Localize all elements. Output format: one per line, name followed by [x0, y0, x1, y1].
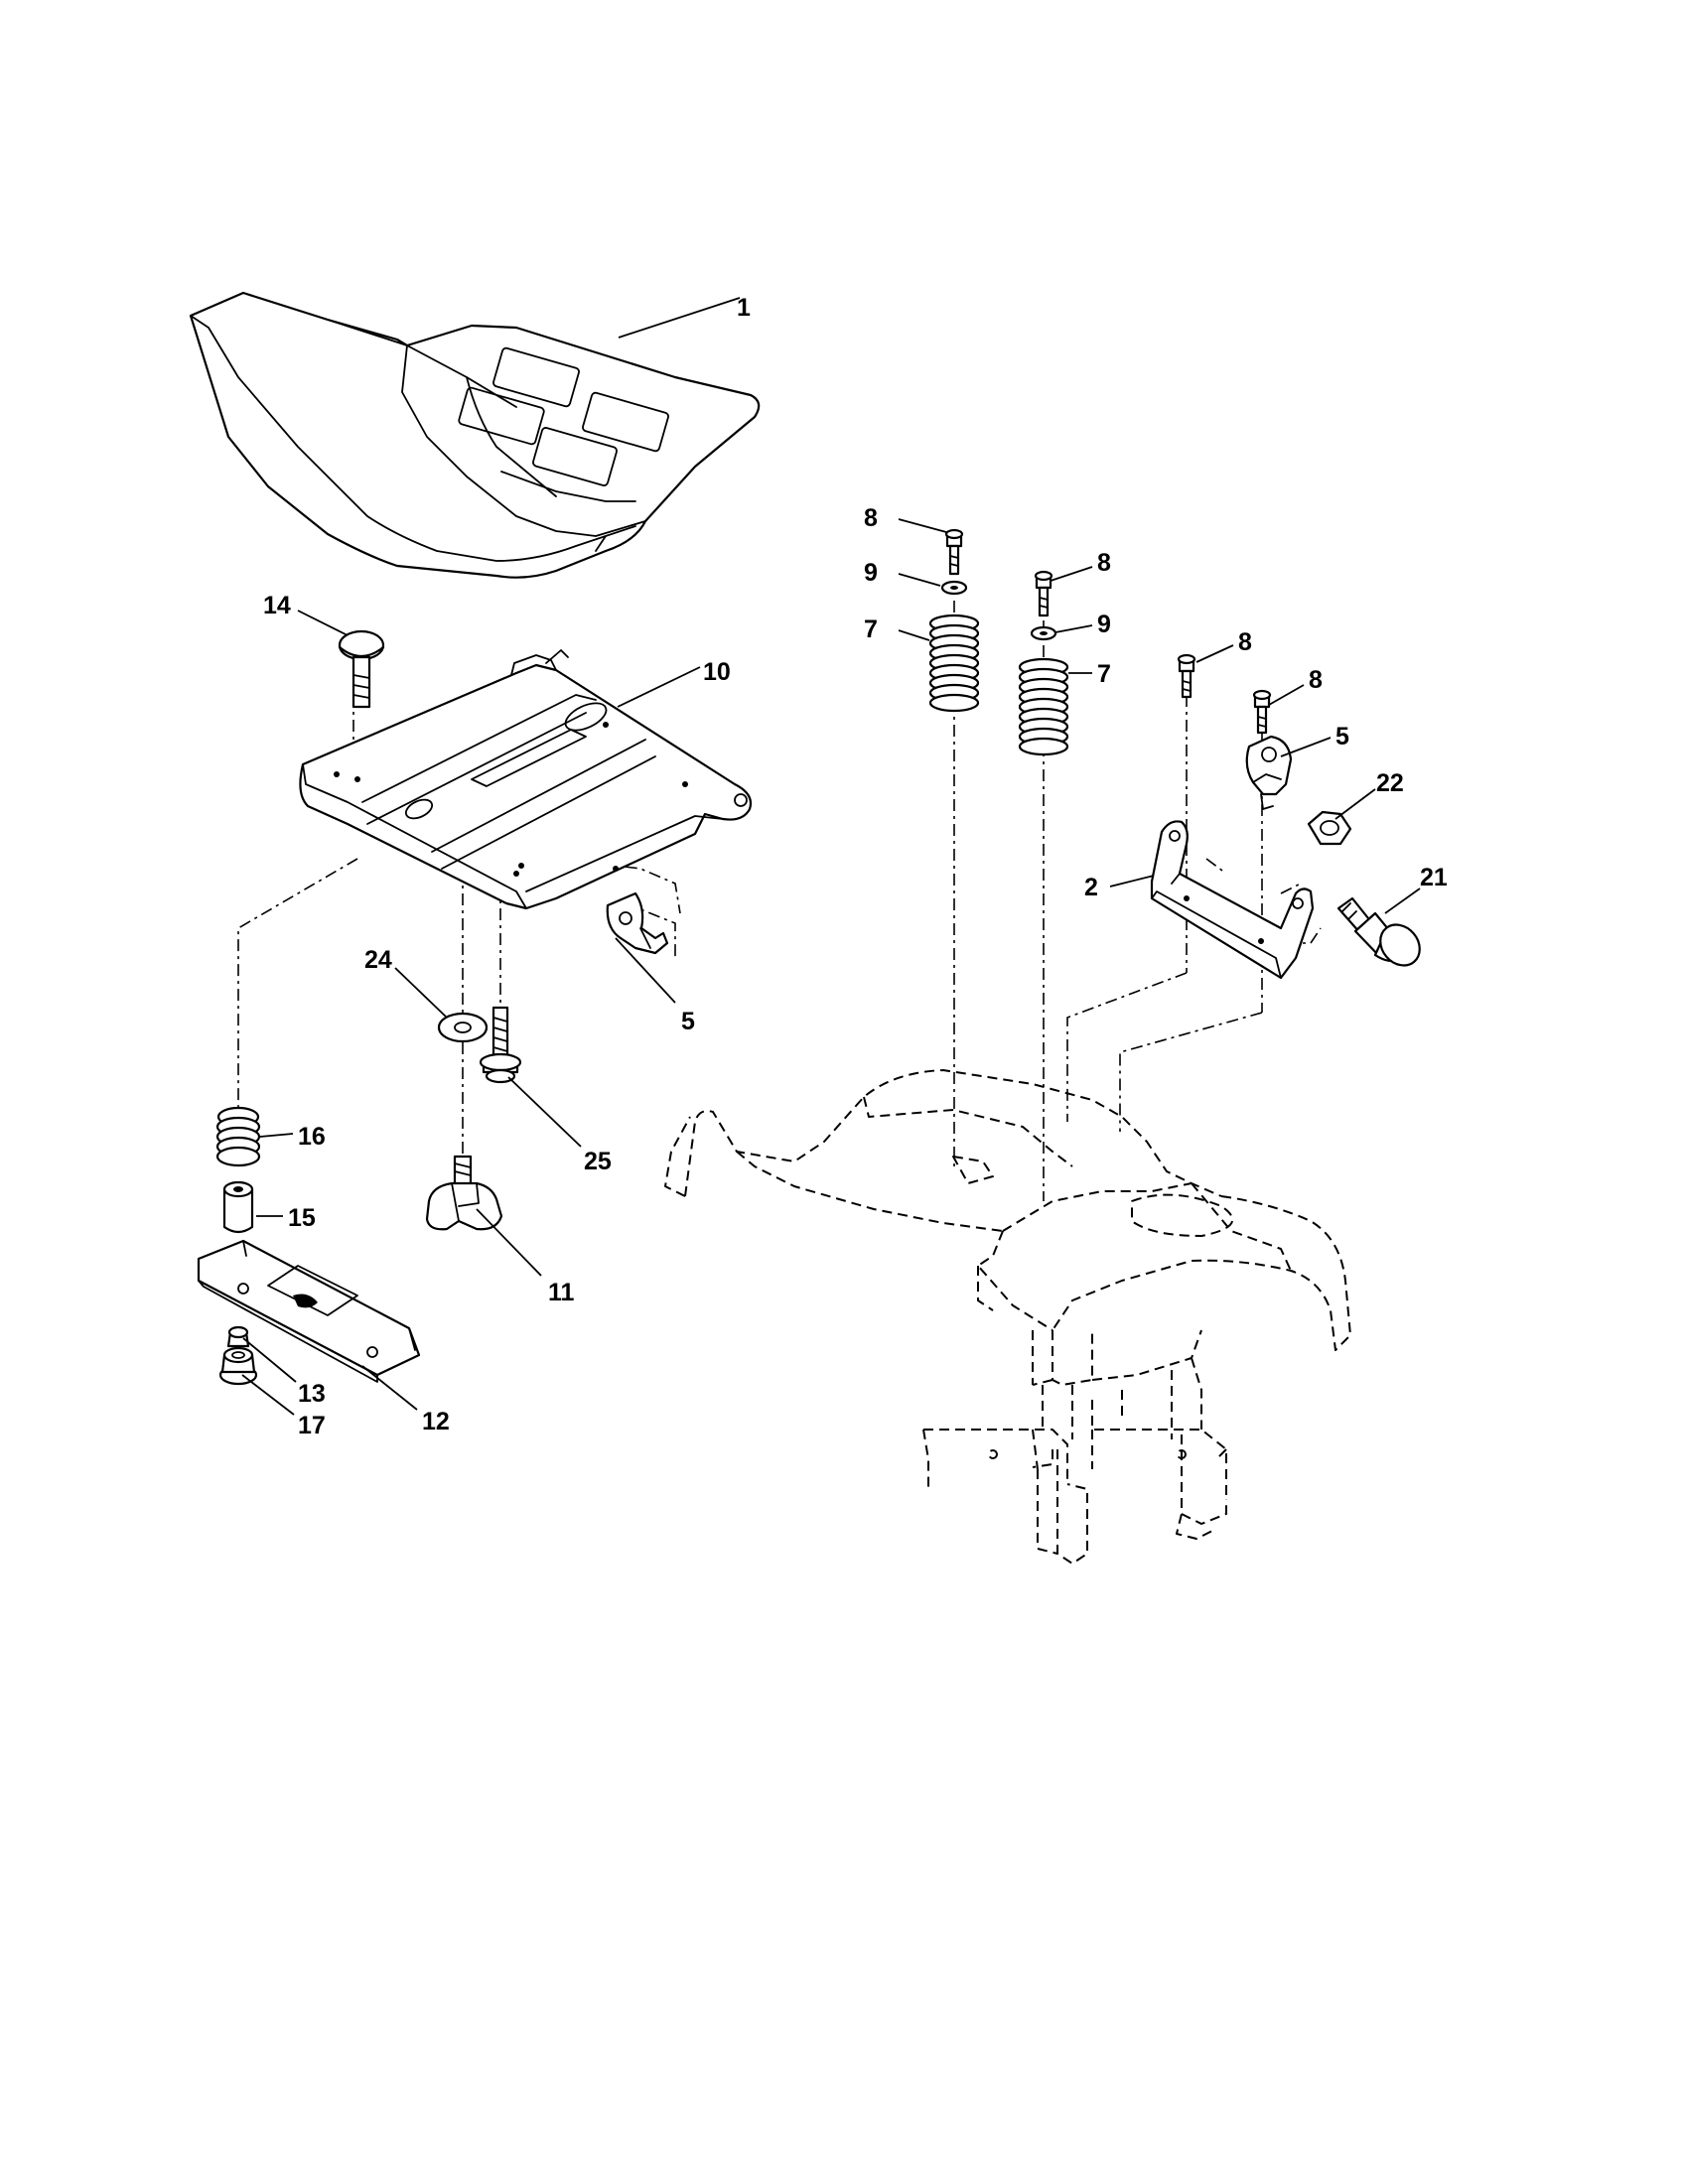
callout-spring-b: 7 [1097, 660, 1111, 688]
bolt-b [1034, 570, 1053, 617]
callout-spring-small: 16 [298, 1123, 326, 1151]
callout-clip-right: 5 [1335, 723, 1349, 751]
bolt-a [944, 528, 964, 576]
callout-spacer: 15 [288, 1204, 316, 1232]
bolt-d [1252, 689, 1272, 735]
seat-pan [299, 649, 753, 910]
callout-bolt-d: 8 [1309, 666, 1323, 694]
callout-hex-nut: 22 [1376, 769, 1404, 797]
slide-plate [197, 1239, 421, 1383]
spring-b [1018, 657, 1069, 756]
bolt-c [1177, 653, 1196, 699]
callout-washer-a: 9 [864, 559, 878, 587]
callout-bolt-c: 8 [1238, 628, 1252, 656]
washer-a [940, 580, 968, 596]
clip-left [606, 891, 669, 955]
leader-lines [241, 297, 1421, 1416]
callout-seat-pan: 10 [703, 658, 731, 686]
seat [189, 291, 761, 579]
callout-knob: 11 [548, 1279, 575, 1306]
washer-b [1030, 625, 1057, 641]
callout-bolt-b: 8 [1097, 549, 1111, 577]
callout-slide-plate: 12 [422, 1408, 450, 1435]
callout-flat-washer: 24 [364, 946, 392, 974]
callout-flange-nut: 17 [298, 1412, 326, 1439]
spacer [222, 1180, 254, 1234]
callout-washer-b: 9 [1097, 611, 1111, 638]
shoulder-bolt [1336, 896, 1421, 967]
callout-carriage-bolt: 14 [263, 592, 291, 619]
nut-small [226, 1325, 250, 1348]
callout-shoulder-bolt: 21 [1420, 864, 1448, 891]
callout-spring-a: 7 [864, 615, 878, 643]
callout-bolt-a: 8 [864, 504, 878, 532]
callout-screw: 25 [584, 1148, 612, 1175]
clip-right [1245, 735, 1293, 810]
callout-labels: 1 14 10 5 24 25 11 16 15 13 17 12 8 9 7 … [263, 294, 1448, 1439]
callout-clip-left: 5 [681, 1008, 695, 1035]
carriage-bolt [338, 629, 385, 709]
callout-nut-small: 13 [298, 1380, 326, 1408]
callout-seat: 1 [737, 294, 751, 322]
knob [425, 1155, 503, 1231]
callout-bracket: 2 [1084, 874, 1098, 901]
fender-frame-outline [664, 1069, 1351, 1565]
spring-a [928, 614, 980, 713]
flat-washer [437, 1012, 489, 1043]
screw [479, 1006, 522, 1084]
hex-nut [1307, 810, 1352, 846]
spring-small [215, 1106, 261, 1167]
flange-nut [218, 1346, 258, 1386]
bracket [1150, 820, 1315, 980]
